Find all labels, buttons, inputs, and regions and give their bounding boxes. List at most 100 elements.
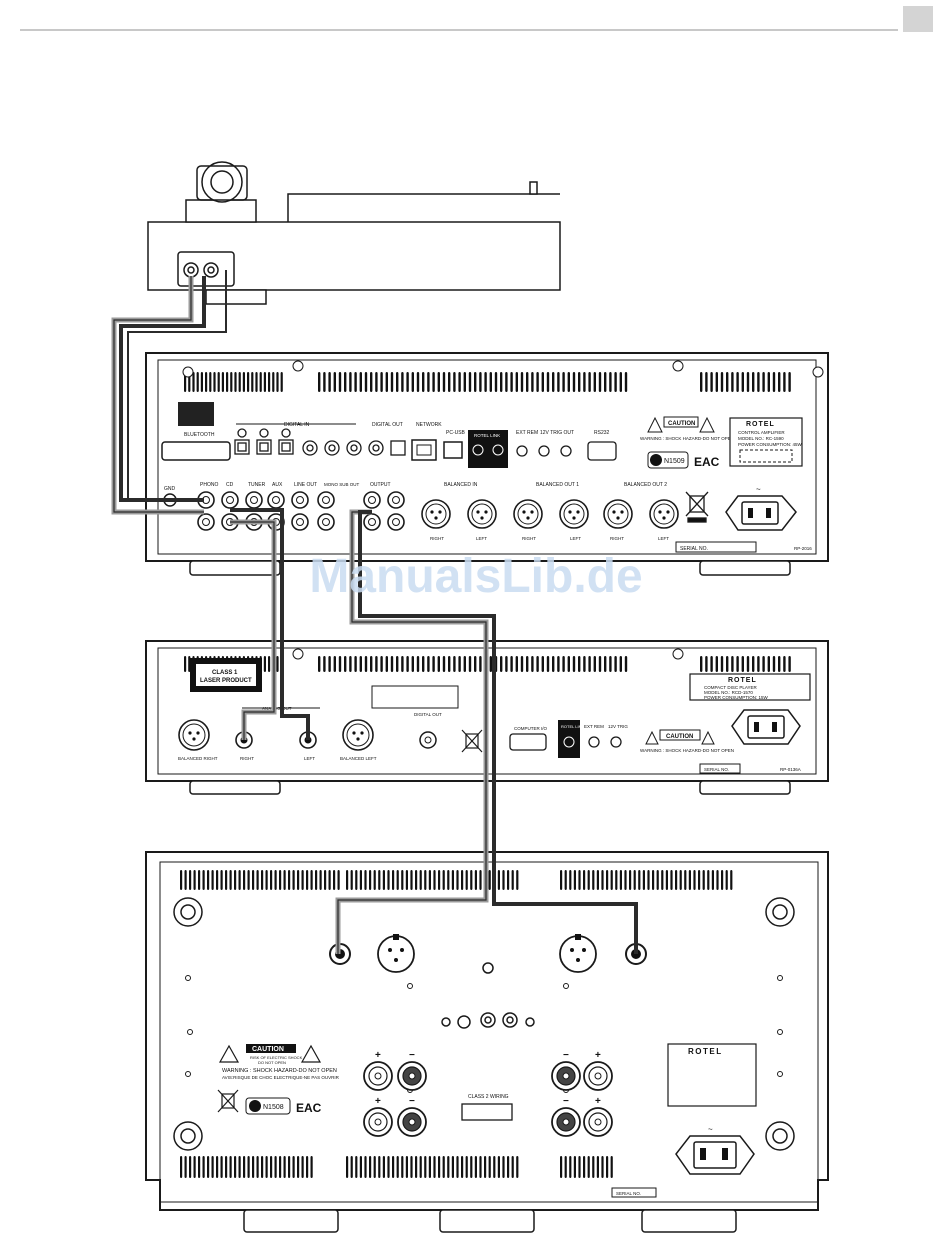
- trigger-jacks: [516, 445, 572, 457]
- vent-slot: [373, 870, 376, 890]
- vent-slot: [463, 372, 466, 392]
- vent-slot: [184, 1156, 187, 1178]
- amp-control-jacks: [441, 1012, 535, 1029]
- balanced-in-label: BALANCED IN: [444, 482, 478, 488]
- vent-slot: [265, 1156, 268, 1178]
- ext-rem-label: EXT REM: [516, 430, 538, 436]
- rca-jack: [363, 491, 381, 509]
- balanced-out-2-left: LEFT: [658, 536, 669, 541]
- vent-slot: [587, 1156, 590, 1178]
- vent-slot: [207, 1156, 210, 1178]
- small-screw: [563, 983, 569, 989]
- vent-slot: [415, 1156, 418, 1178]
- speaker-binding-post-hole: [562, 1072, 570, 1080]
- vent-slot: [193, 870, 196, 890]
- vent-slot: [416, 372, 420, 392]
- rca-jack-center: [392, 496, 400, 504]
- preamp-warning: WARNING : SHOCK HAZARD-DO NOT OPEN: [640, 436, 734, 441]
- preamp-model-plate: [729, 417, 803, 467]
- vent-slot: [515, 656, 518, 672]
- vent-slot: [202, 870, 205, 890]
- vent-slot: [489, 372, 492, 392]
- xlr-jack-ring: [425, 503, 447, 525]
- xlr-pin: [658, 510, 662, 514]
- preamp-serial-label: SERIAL NO.: [680, 546, 708, 552]
- xlr-pin: [480, 516, 484, 520]
- network-label: NETWORK: [416, 422, 442, 428]
- vent-slot: [270, 1156, 273, 1178]
- vent-slot: [592, 1156, 595, 1178]
- vent-slot: [364, 1156, 367, 1178]
- vent-slot: [447, 870, 450, 890]
- rca-jack: [197, 513, 215, 531]
- vent-slot: [752, 656, 755, 672]
- vent-slot: [433, 870, 436, 890]
- vent-slot: [698, 870, 701, 890]
- amp-warning: WARNING : SHOCK HAZARD-DO NOT OPEN: [222, 1068, 337, 1074]
- vent-slot: [234, 372, 237, 392]
- vent-slot: [221, 372, 224, 392]
- trig-out-label: 12V TRIG OUT: [540, 430, 574, 436]
- vent-slot: [188, 656, 191, 672]
- vent-slot: [405, 1156, 408, 1178]
- vent-slot: [297, 870, 300, 890]
- xlr-pin: [568, 510, 572, 514]
- vent-slot: [359, 656, 362, 672]
- vent-slot: [359, 870, 362, 890]
- vent-slot: [479, 870, 482, 890]
- xlr-jack-ring: [563, 503, 585, 525]
- vent-slot: [624, 372, 628, 392]
- vent-slot: [601, 870, 604, 890]
- preamp-code: RP-2016: [794, 546, 812, 551]
- small-screw: [185, 975, 191, 981]
- vent-slot: [427, 372, 430, 392]
- vent-slot: [263, 656, 266, 672]
- vent-slot: [596, 870, 599, 890]
- vent-slot: [364, 372, 368, 392]
- preamp-model-line-2: MODEL NO.: RC-1590: [738, 436, 784, 441]
- vent-slot: [511, 1156, 514, 1178]
- vent-slot: [333, 870, 336, 890]
- vent-slot: [705, 656, 708, 672]
- vent-slot: [736, 372, 739, 392]
- weee-icon: [685, 491, 709, 523]
- vent-slot: [746, 656, 750, 672]
- amp-body: [145, 851, 829, 1211]
- vent-slot: [557, 372, 560, 392]
- cd-digital-out-label: DIGITAL OUT: [414, 712, 442, 717]
- vent-slot: [229, 1156, 232, 1178]
- preamp-brand: ROTEL: [746, 421, 775, 428]
- optical-in-jack: [278, 439, 294, 455]
- vent-slot: [355, 870, 358, 890]
- vent-slot: [601, 1156, 604, 1178]
- vent-slot: [578, 372, 581, 392]
- vent-slot: [447, 1156, 450, 1178]
- vent-slot: [572, 372, 576, 392]
- vent-slot: [202, 1156, 205, 1178]
- vent-slot: [396, 870, 399, 890]
- vent-slot: [710, 656, 713, 672]
- vent-slot: [578, 1156, 581, 1178]
- vent-slot: [306, 1156, 309, 1178]
- vent-slot: [456, 1156, 459, 1178]
- vent-slot: [619, 372, 622, 392]
- vent-slot: [252, 1156, 255, 1178]
- vent-slot: [205, 372, 208, 392]
- coax-jack: [302, 440, 318, 456]
- vent-slot: [401, 372, 404, 392]
- vent-slot: [198, 1156, 201, 1178]
- vent-slot: [405, 870, 408, 890]
- phono-label: PHONO: [200, 482, 218, 488]
- vent-slot: [741, 372, 744, 392]
- balanced-out-1-right: RIGHT: [522, 536, 536, 541]
- vent-slot: [614, 656, 617, 672]
- vent-slot: [392, 870, 395, 890]
- vent-slot: [583, 870, 586, 890]
- vent-slot: [328, 870, 331, 890]
- vent-slot: [288, 1156, 291, 1178]
- vent-slot: [564, 1156, 567, 1178]
- xlr-pin: [662, 516, 666, 520]
- vent-slot: [560, 870, 563, 890]
- vent-slot: [720, 372, 724, 392]
- cd-serial-label: SERIAL NO.: [704, 767, 729, 772]
